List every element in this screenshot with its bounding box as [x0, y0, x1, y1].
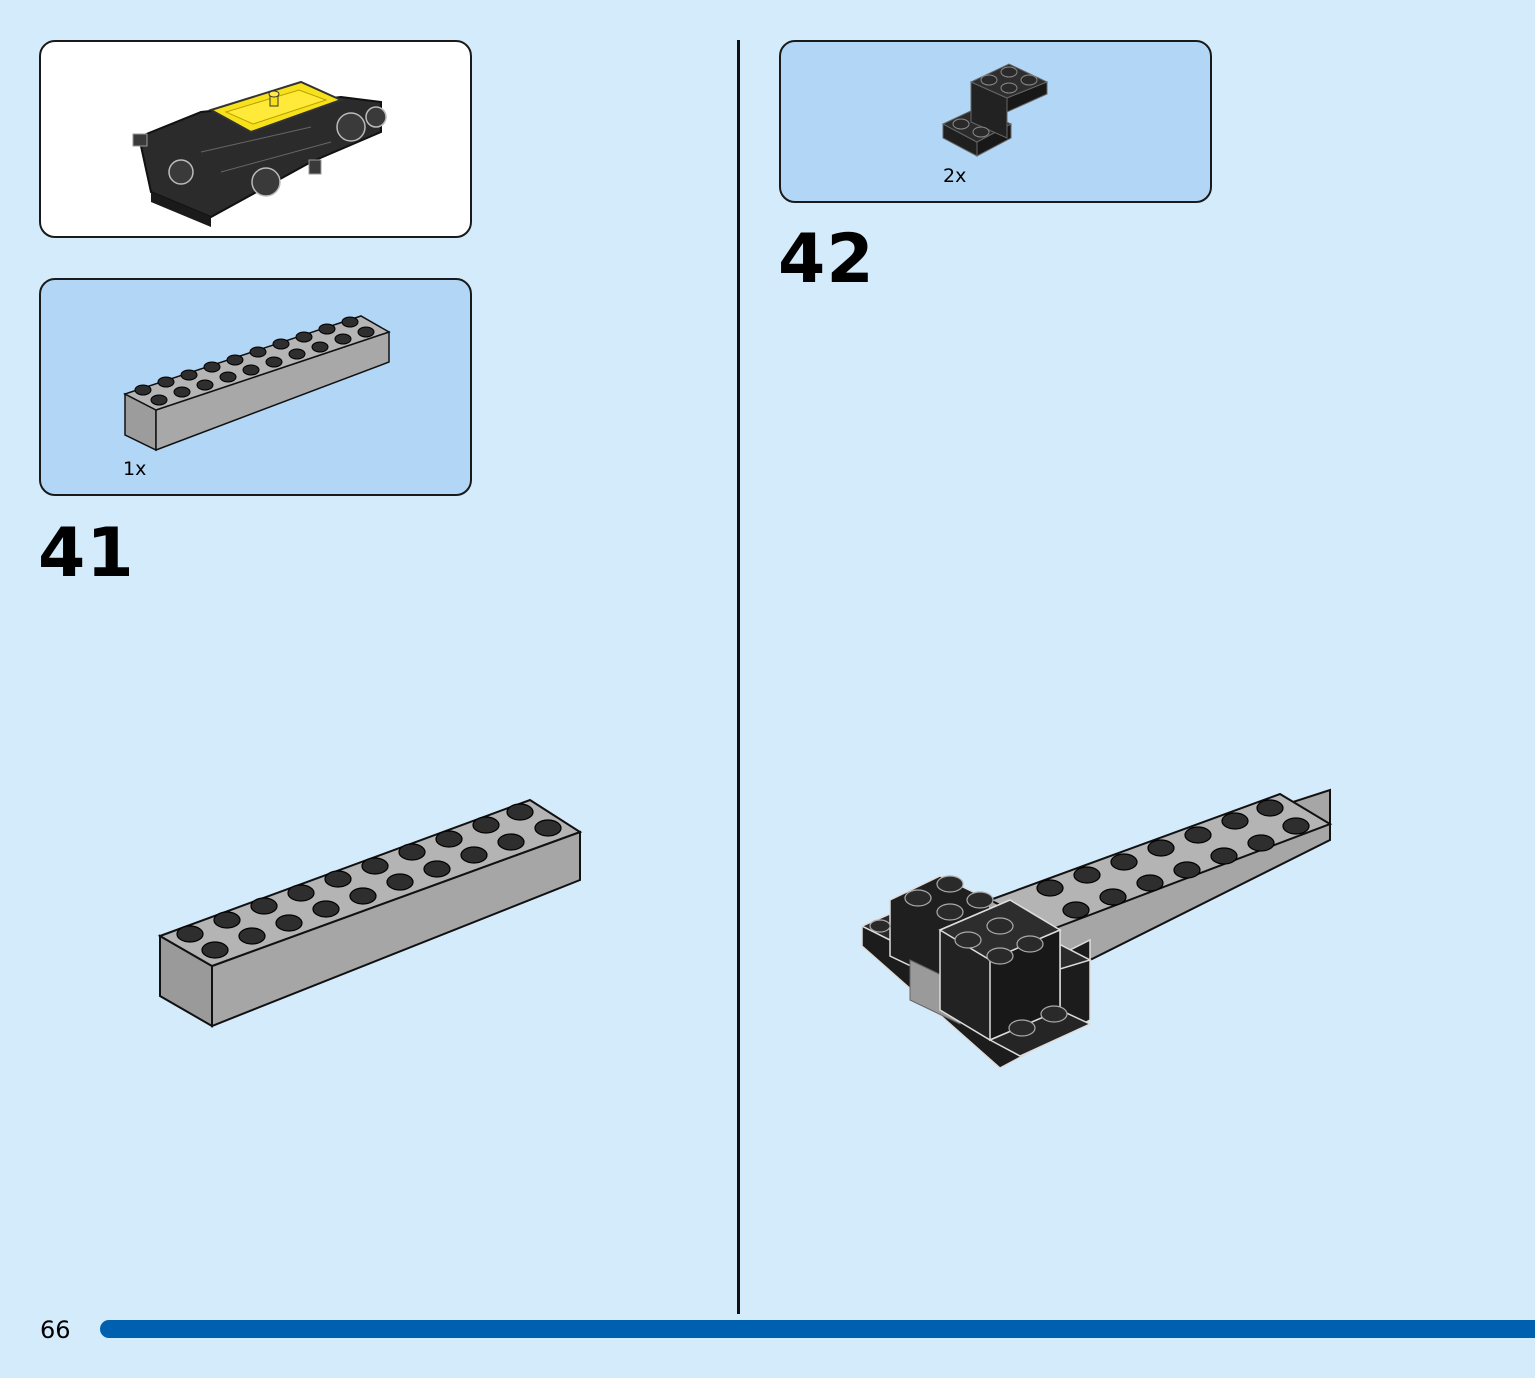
part-quantity: 1x [123, 458, 147, 480]
step-number-41: 41 [38, 514, 135, 593]
subassembly-callout [39, 40, 472, 238]
part-quantity: 2x [943, 165, 967, 187]
step-number-42: 42 [778, 220, 875, 299]
page-number: 66 [40, 1316, 71, 1344]
step-42-model-assembly [860, 788, 1333, 1069]
black-bracket-2x2-icon [941, 63, 1049, 157]
parts-list-step-42: 2x [779, 40, 1212, 203]
progress-bar [100, 1320, 1535, 1338]
grey-brick-2x10-icon [123, 315, 391, 452]
train-chassis-image [132, 80, 387, 227]
page-divider [737, 40, 740, 1314]
step-41-model-brick [157, 798, 583, 1028]
parts-list-step-41: 1x [39, 278, 472, 496]
